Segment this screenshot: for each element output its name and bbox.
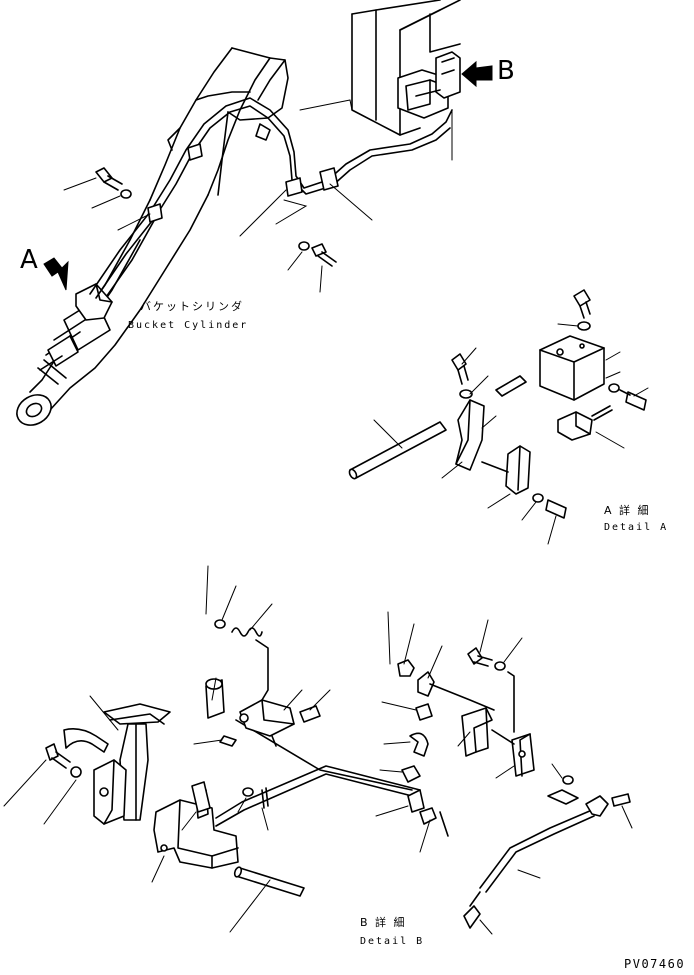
view-a-marker: A: [20, 245, 38, 275]
cylinder-label-en: Bucket Cylinder: [128, 320, 248, 331]
detail-a-title-jp: A 詳 細: [604, 503, 651, 517]
detail-b-view: B 詳 細 Detail B: [3, 565, 633, 947]
detail-b-title-jp: B 詳 細: [360, 915, 407, 929]
cylinder-label-jp: バケットシリンダ: [140, 299, 244, 313]
bucket-cylinder: [37, 283, 113, 385]
control-pipe: [89, 97, 453, 299]
pedal-assembly: [63, 703, 171, 825]
pedal-bracket-b: [397, 51, 461, 161]
linkage-right: [375, 611, 633, 935]
detail-a-view: A 詳 細 Detail A: [348, 289, 668, 545]
view-a-arrow: A: [20, 245, 69, 291]
detail-b-title-en: Detail B: [360, 936, 424, 947]
drawing-number: PV07460: [624, 957, 685, 971]
main-view: B: [16, 0, 515, 426]
view-b-arrow: B: [461, 56, 515, 88]
main-fasteners: [63, 167, 373, 293]
arm-boom: [16, 47, 289, 426]
detail-a-title-en: Detail A: [604, 522, 668, 533]
view-b-marker: B: [497, 56, 515, 86]
cab-panel: [351, 0, 461, 136]
bucket-cylinder-label: バケットシリンダ Bucket Cylinder: [128, 299, 248, 331]
